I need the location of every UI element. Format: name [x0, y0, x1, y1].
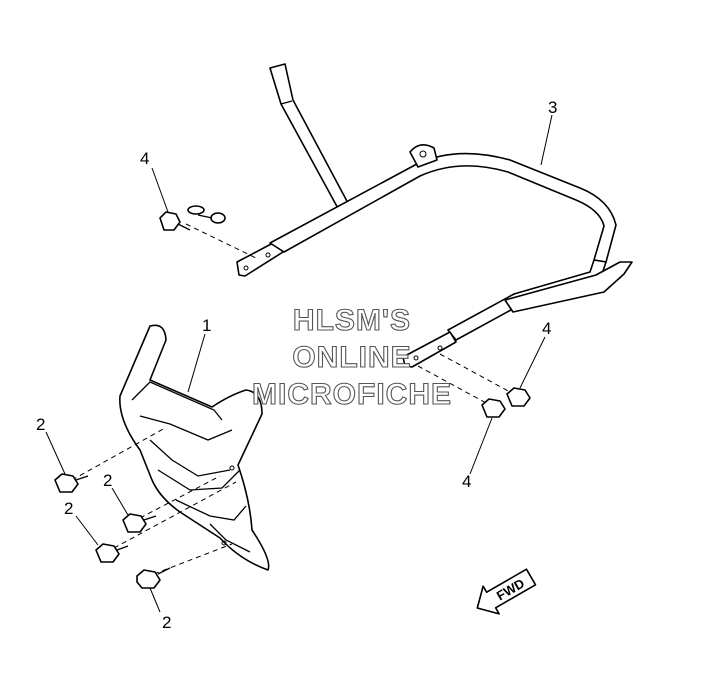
bolt-2-lower-left	[95, 481, 237, 563]
bumper-frame	[236, 63, 633, 368]
bolt-2-bottom	[136, 543, 233, 589]
watermark: HLSM'S ONLINE MICROFICHE	[251, 303, 452, 411]
watermark-line-1: HLSM'S	[293, 304, 411, 337]
bolt-2-mid	[122, 475, 221, 533]
fwd-arrow-icon: FWD	[476, 568, 537, 615]
callout-2-a: 2	[36, 415, 45, 434]
bolt-2-upper-left	[54, 427, 166, 493]
callout-2-c: 2	[64, 499, 73, 518]
callout-leaders	[45, 114, 553, 613]
callout-4-a: 4	[140, 149, 149, 168]
bolt-4-upper-left	[159, 205, 257, 259]
callout-4-b: 4	[542, 319, 551, 338]
callout-3: 3	[548, 98, 557, 117]
callout-4-c: 4	[462, 472, 471, 491]
callout-1: 1	[202, 316, 211, 335]
front-guard	[119, 324, 270, 571]
callout-2-b: 2	[103, 471, 112, 490]
watermark-line-3: MICROFICHE	[252, 378, 452, 411]
bolt-4-right-lower	[417, 365, 506, 418]
callout-2-d: 2	[162, 613, 171, 632]
watermark-line-2: ONLINE	[292, 341, 411, 374]
bolt-4-right-upper	[439, 353, 531, 407]
